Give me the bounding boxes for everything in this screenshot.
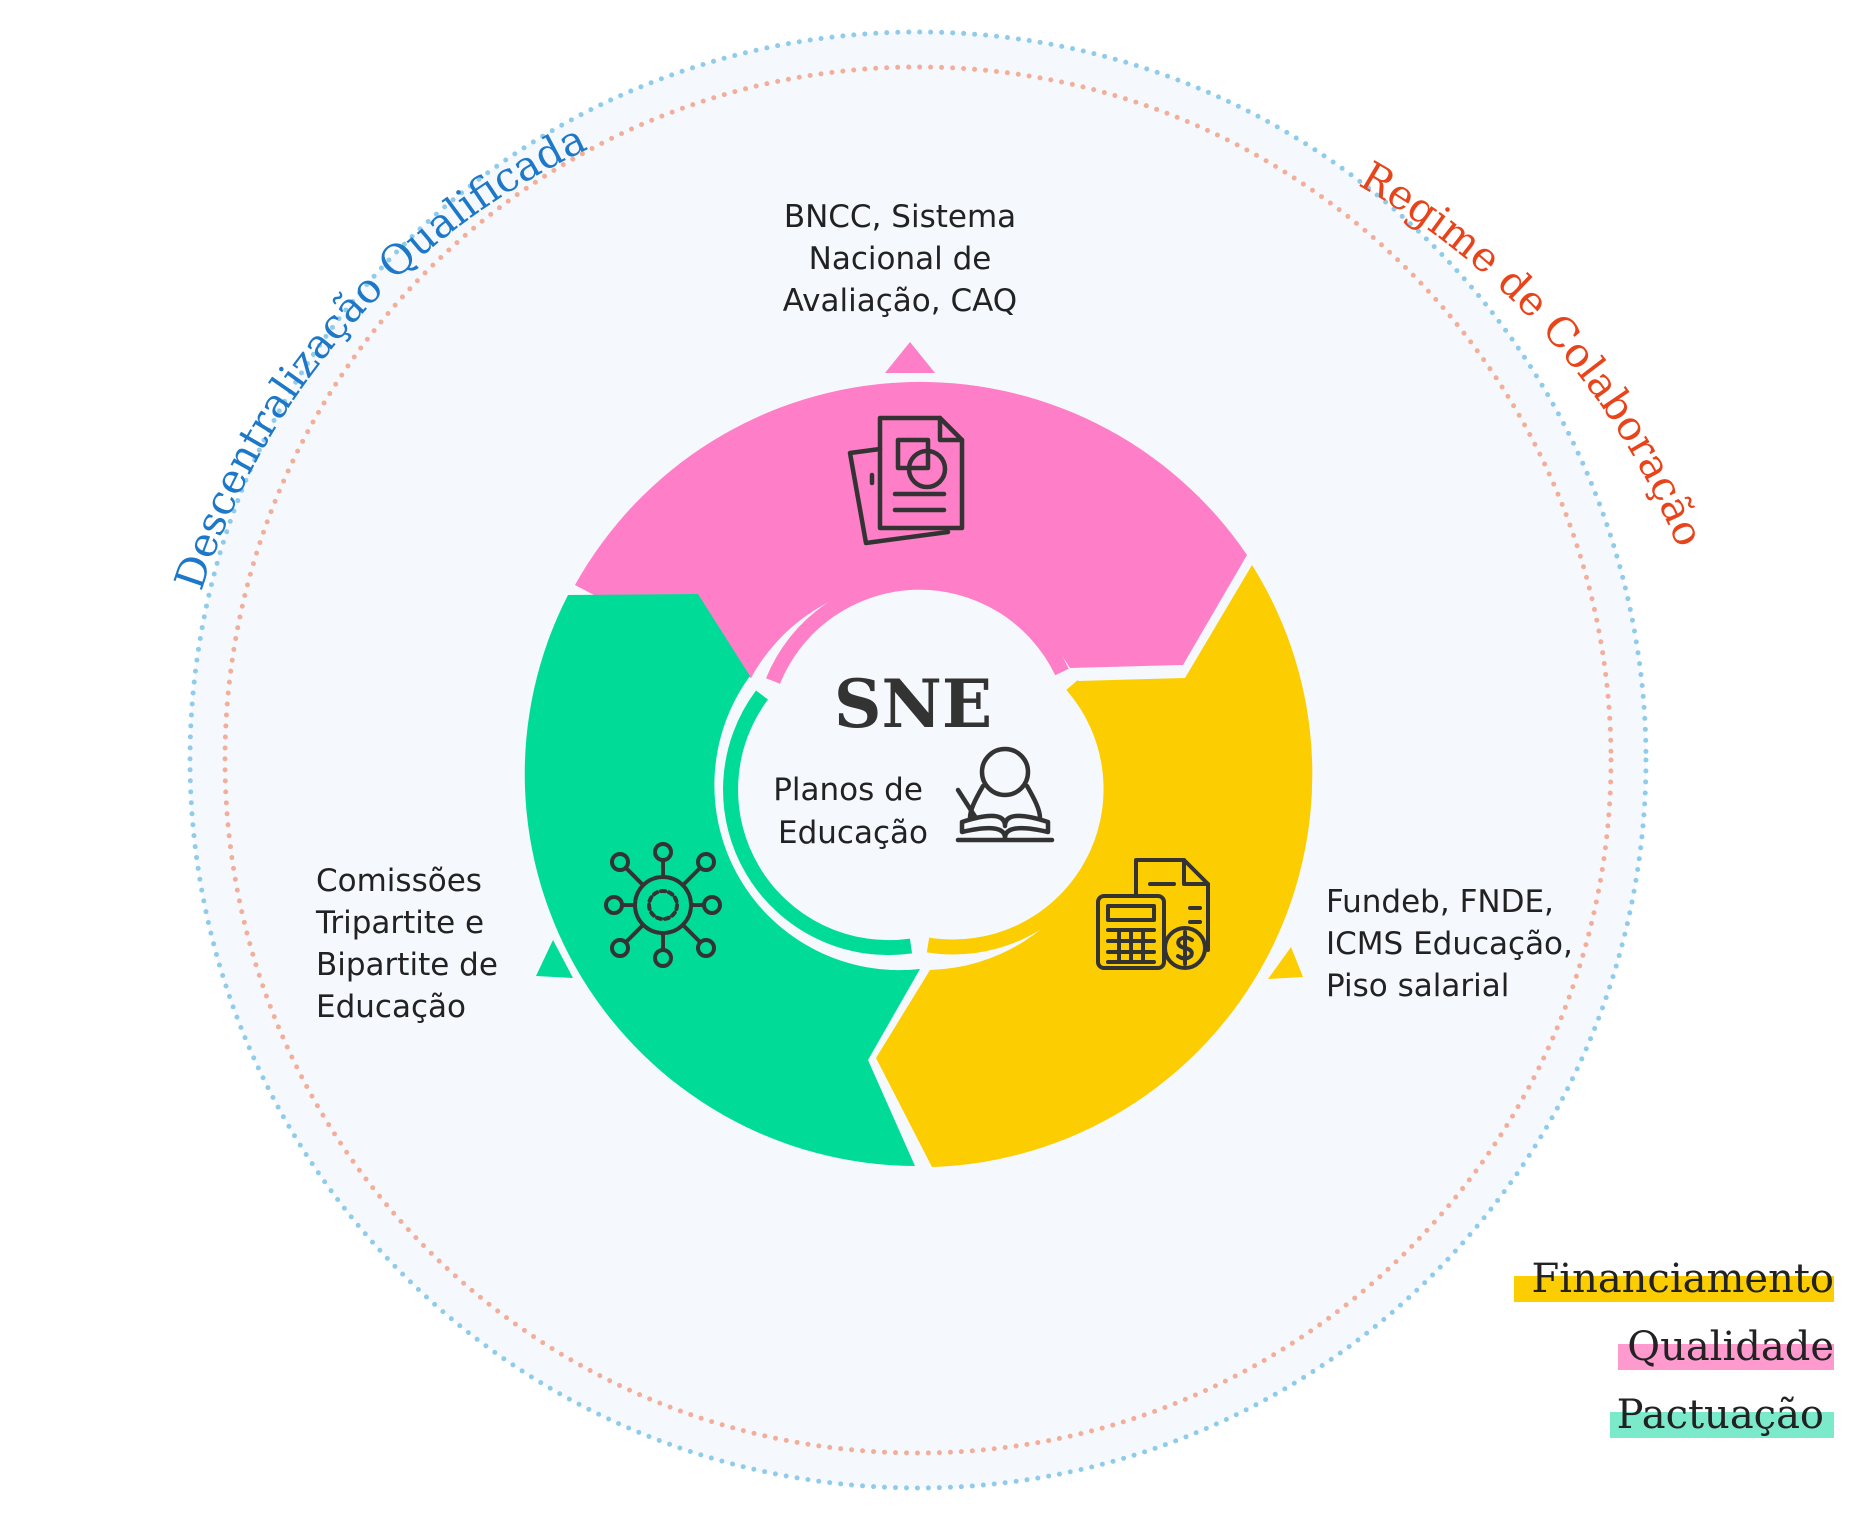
label-line: Educação	[316, 989, 466, 1025]
label-line: Nacional de	[808, 241, 992, 277]
label-qualidade: BNCC, Sistema Nacional de Avaliação, CAQ	[760, 196, 1040, 322]
legend-label: Qualidade	[1627, 1324, 1834, 1370]
reader-icon	[955, 746, 1055, 843]
center-subtitle: Planos de Educação	[773, 772, 933, 851]
network-hub-icon	[604, 842, 722, 968]
center-title: SNE	[834, 665, 992, 743]
background-circle	[190, 32, 1646, 1488]
legend-swatch	[1610, 1412, 1834, 1438]
arrow-qualidade	[885, 342, 935, 373]
label-line: Comissões	[316, 863, 482, 899]
legend-item-financiamento: Financiamento	[1514, 1254, 1834, 1304]
inner-dotted-ring	[222, 64, 1614, 1456]
outer-dotted-ring	[187, 29, 1649, 1491]
label-line: Bipartite de	[316, 947, 498, 983]
calculator-invoice-icon	[1096, 858, 1210, 970]
inner-ring-financiamento	[926, 680, 1119, 955]
legend-label: Pactuação	[1616, 1392, 1824, 1438]
legend-item-pactuacao: Pactuação	[1610, 1390, 1834, 1440]
label-pactuacao: Comissões Tripartite e Bipartite de Educ…	[316, 860, 498, 1028]
documents-icon	[847, 415, 965, 546]
label-financiamento: Fundeb, FNDE, ICMS Educação, Piso salari…	[1326, 881, 1573, 1007]
legend-item-qualidade: Qualidade	[1618, 1322, 1834, 1372]
arrow-financiamento	[1268, 947, 1303, 979]
label-line: Piso salarial	[1326, 968, 1510, 1004]
legend: Financiamento Qualidade Pactuação	[1494, 1254, 1834, 1454]
label-line: Tripartite e	[316, 905, 485, 941]
inner-ring-qualidade	[766, 574, 1069, 684]
segment-pactuacao	[524, 594, 920, 1166]
legend-swatch	[1514, 1276, 1834, 1302]
label-line: Fundeb, FNDE,	[1326, 884, 1554, 920]
legend-label: Financiamento	[1531, 1256, 1834, 1302]
arrow-pactuacao	[536, 940, 573, 978]
label-line: Avaliação, CAQ	[782, 283, 1018, 319]
legend-swatch	[1618, 1344, 1834, 1370]
inner-ring-pactuacao	[723, 690, 913, 956]
label-line: BNCC, Sistema	[783, 199, 1017, 235]
label-line: ICMS Educação,	[1326, 926, 1573, 962]
